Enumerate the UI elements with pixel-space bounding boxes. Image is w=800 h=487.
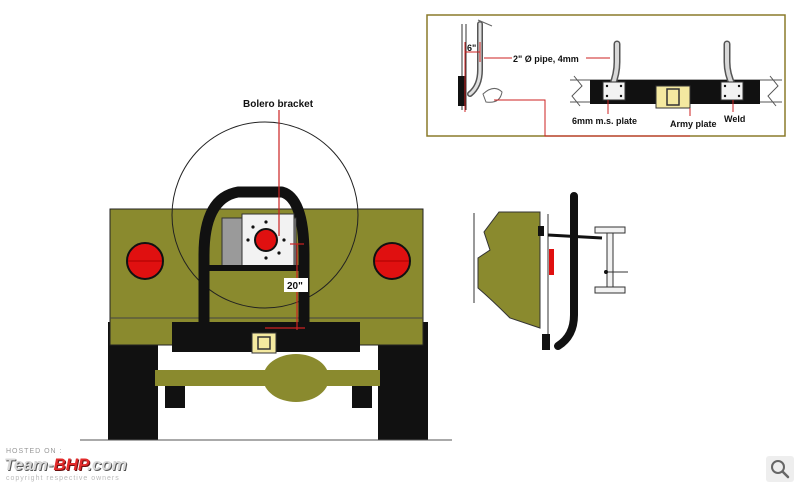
side-tail-light <box>549 249 554 275</box>
zoom-button[interactable] <box>766 456 794 482</box>
bolero-bracket-frame <box>198 186 310 338</box>
inset-ms-bolt-6 <box>737 84 741 88</box>
hosted-on-text: HOSTED ON : <box>6 448 63 455</box>
inset-top-mark <box>477 19 493 27</box>
bolt-4 <box>282 238 286 242</box>
inset-lamp-outline <box>482 88 503 103</box>
inset-rail-break-right <box>767 75 779 107</box>
logo-team: Team- <box>4 455 54 474</box>
inset-ms-bolt-5 <box>723 84 727 88</box>
i-beam-web <box>606 232 614 288</box>
left-damper <box>165 380 185 408</box>
inset-army-plate-hinge <box>666 88 680 106</box>
copyright-text: copyright respective owners <box>6 475 120 482</box>
inset-red-leader <box>494 99 690 137</box>
differential <box>263 354 329 402</box>
team-bhp-logo: Team-BHP.com <box>4 455 127 475</box>
inset-rail-break-left <box>571 75 583 107</box>
side-bracket-foot <box>542 334 550 350</box>
magnifier-icon <box>771 460 790 479</box>
inset-ms-bolt-8 <box>737 94 741 98</box>
jeep-rear-view: 20" Bolero bracket <box>80 99 452 441</box>
pipe-label: 2" Ø pipe, 4mm <box>513 54 579 64</box>
team-bhp-watermark: HOSTED ON : Team-BHP.com copyright respe… <box>4 448 204 484</box>
ms-plate-label: 6mm m.s. plate <box>572 116 637 126</box>
inset-ms-bolt-1 <box>605 84 609 88</box>
detail-inset: 6" 2" Ø pipe, 4mm <box>426 14 786 137</box>
inset-side-plate <box>458 76 466 106</box>
inset-ms-plate-right <box>720 81 744 101</box>
i-beam-bottom-flange <box>594 286 626 294</box>
inset-ms-bolt-3 <box>605 94 609 98</box>
bolt-3 <box>246 238 250 242</box>
weld-label: Weld <box>724 114 745 124</box>
jeep-side-view <box>473 192 628 350</box>
bolt-6 <box>277 251 281 255</box>
bracket-hub-red <box>254 228 278 252</box>
inset-army-plate <box>655 85 691 109</box>
logo-bhp: BHP <box>53 455 88 474</box>
bolero-bracket-label: Bolero bracket <box>243 99 314 110</box>
side-body-panel <box>477 211 541 329</box>
right-damper <box>352 380 372 408</box>
offset-6-label: 6" <box>467 43 476 53</box>
inset-ms-plate-left <box>602 81 626 101</box>
army-plate-rear <box>251 332 277 354</box>
bolt-1 <box>264 220 268 224</box>
inset-pipe-core <box>468 22 482 96</box>
spare-wheel-outline <box>171 121 359 309</box>
side-bolt <box>604 270 608 274</box>
height-20-label: 20" <box>287 281 303 292</box>
inset-ms-bolt-4 <box>619 94 623 98</box>
side-bracket-pipe <box>554 192 578 350</box>
bolt-2 <box>264 256 268 260</box>
army-plate-label: Army plate <box>670 119 717 129</box>
height-label-bg <box>284 278 308 292</box>
i-beam-top-flange <box>594 226 626 234</box>
inset-ms-bolt-7 <box>723 94 727 98</box>
inset-ms-bolt-2 <box>619 84 623 88</box>
army-plate-hinge <box>257 336 271 350</box>
side-hinge-top <box>538 226 544 236</box>
logo-com: .com <box>87 455 127 474</box>
bolt-5 <box>251 225 255 229</box>
